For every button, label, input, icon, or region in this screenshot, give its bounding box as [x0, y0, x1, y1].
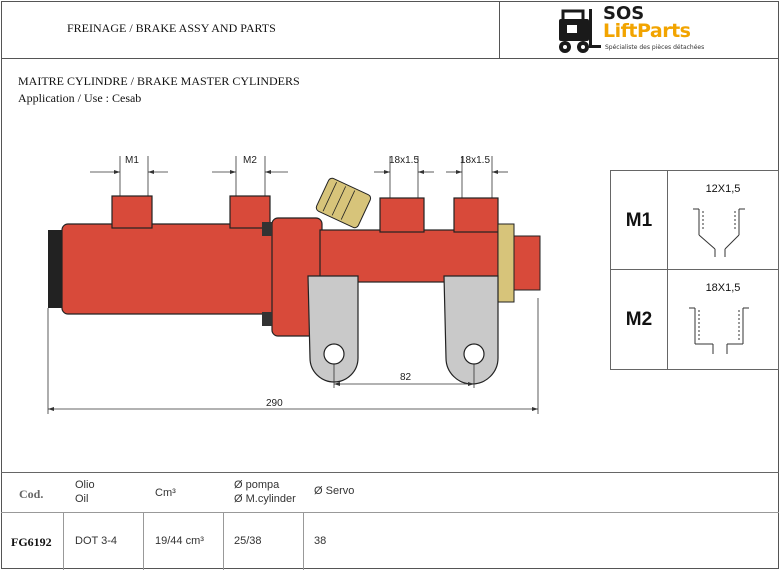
section-application: Application / Use : Cesab — [18, 91, 142, 105]
brand-logo: SOS LiftParts Spécialiste des pièces dét… — [553, 3, 713, 57]
thread-m1-icon — [693, 208, 745, 257]
td-cm3: 19/44 cm³ — [155, 535, 204, 547]
td-pompa: 25/38 — [234, 535, 262, 547]
logo-text-sos: SOS — [603, 3, 645, 24]
master-cylinder-drawing: M1 M2 18x1.5 18x1.5 82 290 — [47, 155, 541, 414]
td-oil: DOT 3-4 — [75, 535, 117, 547]
table-divider — [143, 513, 144, 570]
spec-row-m1: M1 12X1,5 — [611, 171, 778, 270]
header: FREINAGE / BRAKE ASSY AND PARTS SOS Lift… — [1, 1, 779, 59]
spec-table: Cod. Olio Oil Cm³ Ø pompa Ø M.cylinder Ø… — [1, 472, 779, 570]
spec-value-m1: 12X1,5 — [705, 183, 741, 195]
header-divider — [499, 1, 500, 59]
spec-value-m2: 18X1,5 — [705, 282, 741, 294]
th-cm3: Cm³ — [155, 487, 176, 499]
spec-label-m1: M1 — [611, 171, 668, 270]
table-header-row: Cod. Olio Oil Cm³ Ø pompa Ø M.cylinder Ø… — [1, 473, 779, 513]
dim-label-82: 82 — [400, 372, 412, 383]
dim-label-290: 290 — [266, 398, 283, 409]
logo-text-liftparts: LiftParts — [603, 20, 691, 42]
th-pompa: Ø pompa — [234, 479, 280, 491]
forklift-icon — [559, 9, 601, 53]
th-oil: Oil — [75, 493, 89, 505]
logo-tagline: Spécialiste des pièces détachées — [605, 44, 705, 51]
header-title: FREINAGE / BRAKE ASSY AND PARTS — [67, 21, 276, 35]
section-title: MAITRE CYLINDRE / BRAKE MASTER CYLINDERS — [18, 74, 300, 88]
td-cod: FG6192 — [11, 535, 52, 549]
thread-spec-box: M1 12X1,5 M2 18X1,5 — [610, 170, 779, 370]
td-servo: 38 — [314, 535, 327, 547]
th-mcylinder: Ø M.cylinder — [234, 493, 296, 505]
dim-label-port1: 18x1.5 — [389, 155, 419, 166]
table-divider — [63, 513, 64, 570]
th-cod: Cod. — [19, 487, 44, 501]
table-divider — [303, 513, 304, 570]
dim-label-m1: M1 — [125, 155, 139, 166]
dim-label-m2: M2 — [243, 155, 257, 166]
table-divider — [223, 513, 224, 570]
th-servo: Ø Servo — [314, 485, 355, 497]
spec-label-m2: M2 — [611, 270, 668, 369]
thread-m2-icon — [689, 307, 749, 354]
spec-row-m2: M2 18X1,5 — [611, 270, 778, 369]
table-row: FG6192 DOT 3-4 19/44 cm³ 25/38 38 — [1, 513, 779, 570]
th-olio: Olio — [75, 479, 95, 491]
dim-label-port2: 18x1.5 — [460, 155, 490, 166]
